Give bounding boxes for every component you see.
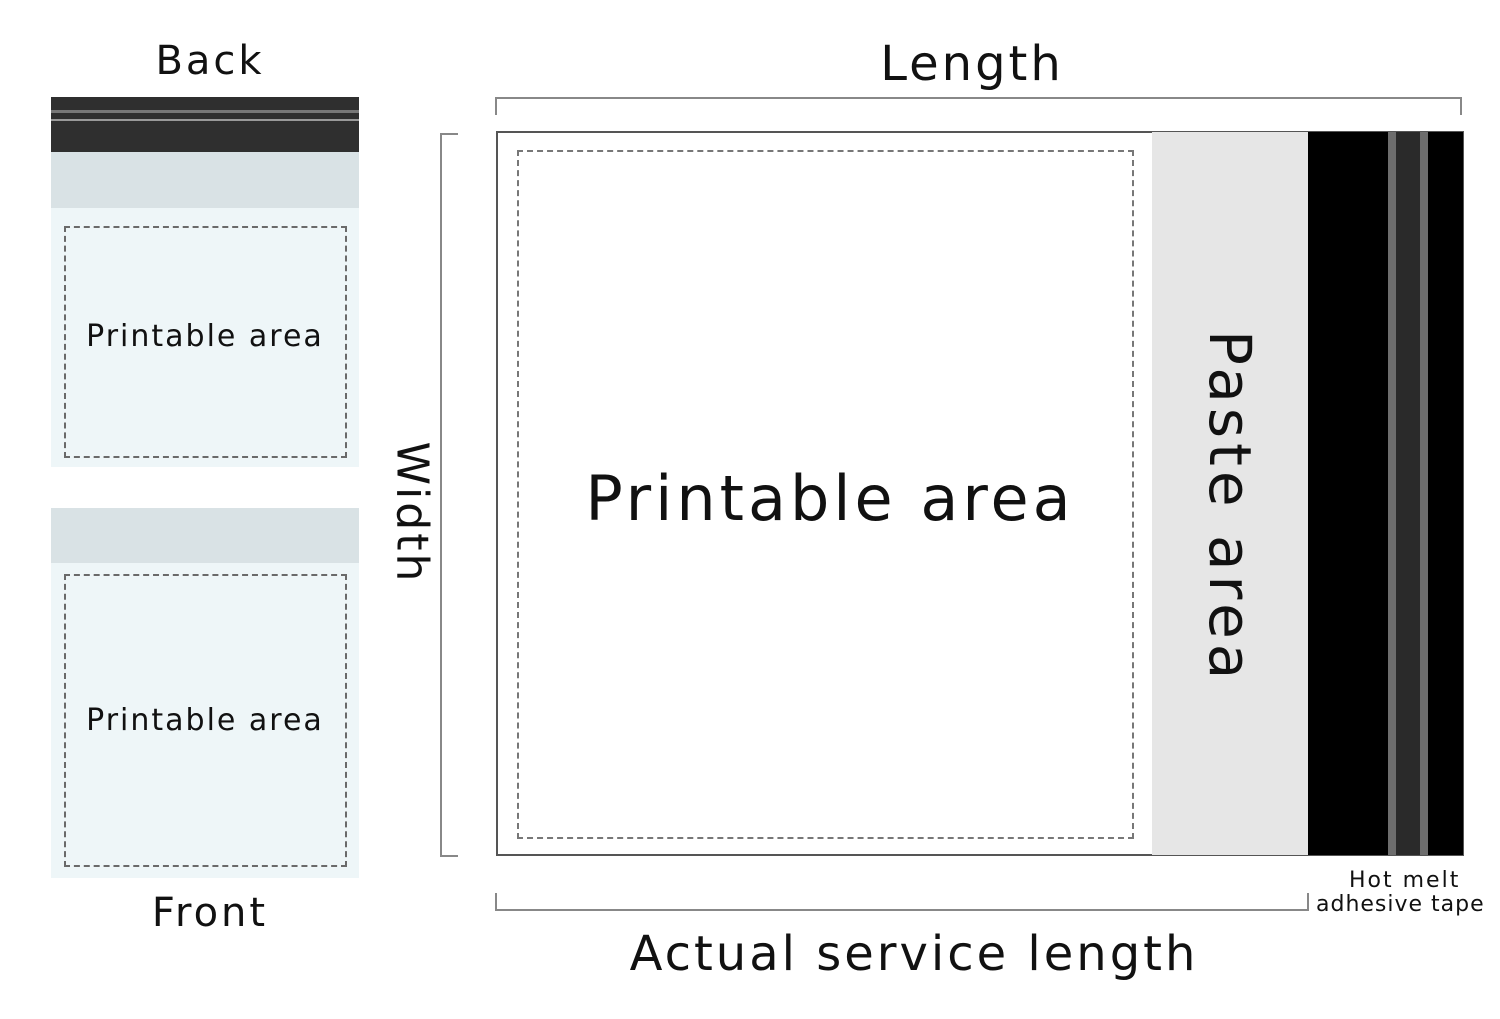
front-view-panel: Printable area	[51, 508, 359, 878]
hot-melt-tape-strip	[1308, 132, 1463, 855]
back-flap	[51, 152, 359, 208]
back-view-panel: Printable area	[51, 97, 359, 467]
back-printable-box	[64, 226, 347, 458]
tape-stripe-3	[1396, 132, 1420, 855]
length-bracket	[495, 97, 1462, 115]
back-seal-stripe-2	[51, 119, 359, 121]
back-label: Back	[155, 38, 265, 84]
front-printable-box	[64, 574, 347, 867]
paste-area-strip	[1152, 132, 1308, 855]
actual-service-length-label: Actual service length	[629, 926, 1199, 982]
tape-stripe-2	[1420, 132, 1428, 855]
hot-melt-label-line2: adhesive tape	[1316, 892, 1485, 917]
front-printable-label: Printable area	[86, 703, 324, 738]
width-label: Width	[386, 441, 438, 585]
main-printable-label: Printable area	[585, 462, 1075, 535]
service-length-bracket	[495, 893, 1309, 911]
front-label: Front	[151, 890, 269, 936]
main-printable-box	[517, 150, 1134, 839]
back-seal-stripe-1	[51, 110, 359, 113]
front-flap	[51, 508, 359, 563]
hot-melt-label-line1: Hot melt	[1349, 868, 1461, 893]
width-bracket	[440, 133, 458, 857]
tape-stripe-1	[1388, 132, 1396, 855]
back-seal-strip	[51, 97, 359, 152]
length-label: Length	[880, 36, 1064, 92]
paste-area-label: Paste area	[1196, 330, 1264, 685]
back-printable-label: Printable area	[86, 319, 324, 354]
